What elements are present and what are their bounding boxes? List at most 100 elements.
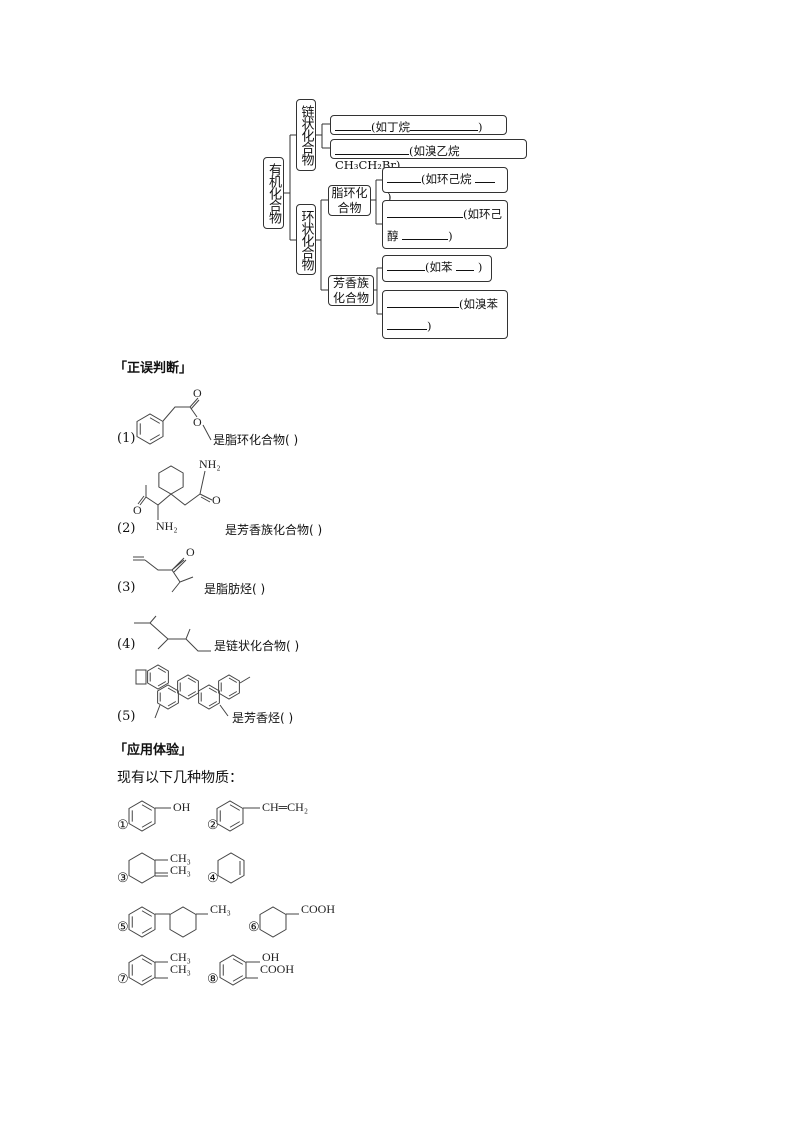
chain-option-2: (如溴乙烷CH₃CH₂Br) [330,139,527,172]
double-bond [232,958,243,965]
compound-number: ② [207,818,219,833]
double-bond [187,677,197,683]
compound-number: ① [117,818,129,833]
side-chains [137,470,213,520]
group-label-carboxyl: COOH [301,902,335,916]
benzene-ring [218,674,240,700]
answer-blank[interactable] [387,258,425,271]
atom-label-oxygen: O [212,493,221,507]
group-label-carboxyl: COOH [260,962,294,976]
benzene-ring [128,906,156,938]
atom-label-oxygen: O [193,415,202,429]
tree-ring-compounds: 环状化合物 [296,204,316,275]
tree-alicyclic: 脂环化合物 [328,185,371,216]
benzene-ring [128,954,156,986]
option-text: (如环己烷 [421,172,472,186]
double-bond [187,691,197,697]
cyclohexane-ring [217,852,245,884]
benzene-ring [219,954,247,986]
aromatic-option-1: (如苯 ) [382,255,492,282]
allyl-ketone-chain [133,556,194,593]
compound-number: ⑤ [117,920,129,935]
option-text: ) [387,190,392,204]
item-number: (1) [117,431,136,446]
double-bond [157,681,167,687]
compound-number: ③ [117,871,129,886]
group-label-hydroxyl: OH [173,800,191,814]
double-bond [149,417,160,424]
double-bond [141,958,152,965]
double-bond [229,821,240,828]
double-bond [228,691,238,697]
group-label-hydroxyl: OH [262,950,280,964]
answer-blank[interactable] [335,142,409,155]
item-number: (4) [117,637,136,652]
statement-1: 是脂环化合物( ) [213,433,299,447]
cyclohexane-ring [158,465,184,495]
answer-blank[interactable] [387,295,459,308]
group-label-methyl: CH₃ [170,950,191,964]
tree-root: 有机化合物 [263,157,284,229]
tree-chain-compounds: 链状化合物 [296,99,316,171]
answer-blank[interactable] [387,170,421,183]
answer-blank[interactable] [387,205,463,218]
item-number: (3) [117,580,136,595]
atom-label-oxygen: O [193,386,202,400]
cyclohexane-ring [128,852,156,884]
ester-chain [162,397,212,441]
atom-label-oxygen: O [186,545,195,559]
double-bond [141,804,152,811]
answer-blank[interactable] [387,317,427,330]
bond [155,859,168,877]
alicyclic-option-1: (如环己烷 ) [382,167,508,204]
double-bond [149,434,160,441]
double-bond [167,701,177,707]
option-text: 醇 [387,229,399,243]
branched-alkane-chain [134,615,211,652]
group-label-methyl: CH₃ [170,851,191,865]
answer-blank[interactable] [475,170,496,183]
answer-blank[interactable] [456,258,475,271]
benzene-ring [216,800,244,832]
answer-blank[interactable] [410,118,478,131]
section-title-application: 「应用体验」 [114,743,193,758]
chain-option-1: (如丁烷) [330,115,507,135]
cyclohexane-ring [259,906,287,938]
benzene-ring [128,800,156,832]
answer-blank[interactable] [402,227,449,240]
item-number: (2) [117,521,136,536]
option-text: (如丁烷 [371,120,410,134]
option-text: (如溴苯 [459,297,498,311]
statement-3: 是脂肪烃( ) [204,582,266,596]
cyclohexane-ring [169,906,197,938]
tree-connectors [283,123,382,315]
compound-number: ⑧ [207,972,219,987]
compound-number: ④ [207,871,219,886]
atom-label-amine: NH₂ [156,519,178,533]
benzene-ring [198,684,220,710]
item-number: (5) [117,709,136,724]
double-bond [141,975,152,982]
answer-blank[interactable] [335,118,371,131]
statement-5: 是芳香烃( ) [232,711,294,725]
atom-label-amine: NH₂ [199,457,221,471]
double-bond [141,821,152,828]
double-bond [141,927,152,934]
double-bond [208,701,218,707]
bond [246,961,260,979]
double-bond [232,975,243,982]
aromatic-option-2: (如溴苯 ) [382,290,508,339]
compound-number: ⑦ [117,972,129,987]
benzene-ring [157,684,179,710]
compound-number: ⑥ [248,920,260,935]
bond [155,961,168,979]
benzene-ring [177,674,199,700]
option-text: ) [427,319,432,333]
double-bond [141,910,152,917]
double-bond [167,687,177,693]
benzene-ring [136,413,164,445]
double-bond [208,687,218,693]
option-text: ) [477,260,483,274]
option-text: (如苯 [425,260,453,274]
atom-label-oxygen: O [133,503,142,517]
